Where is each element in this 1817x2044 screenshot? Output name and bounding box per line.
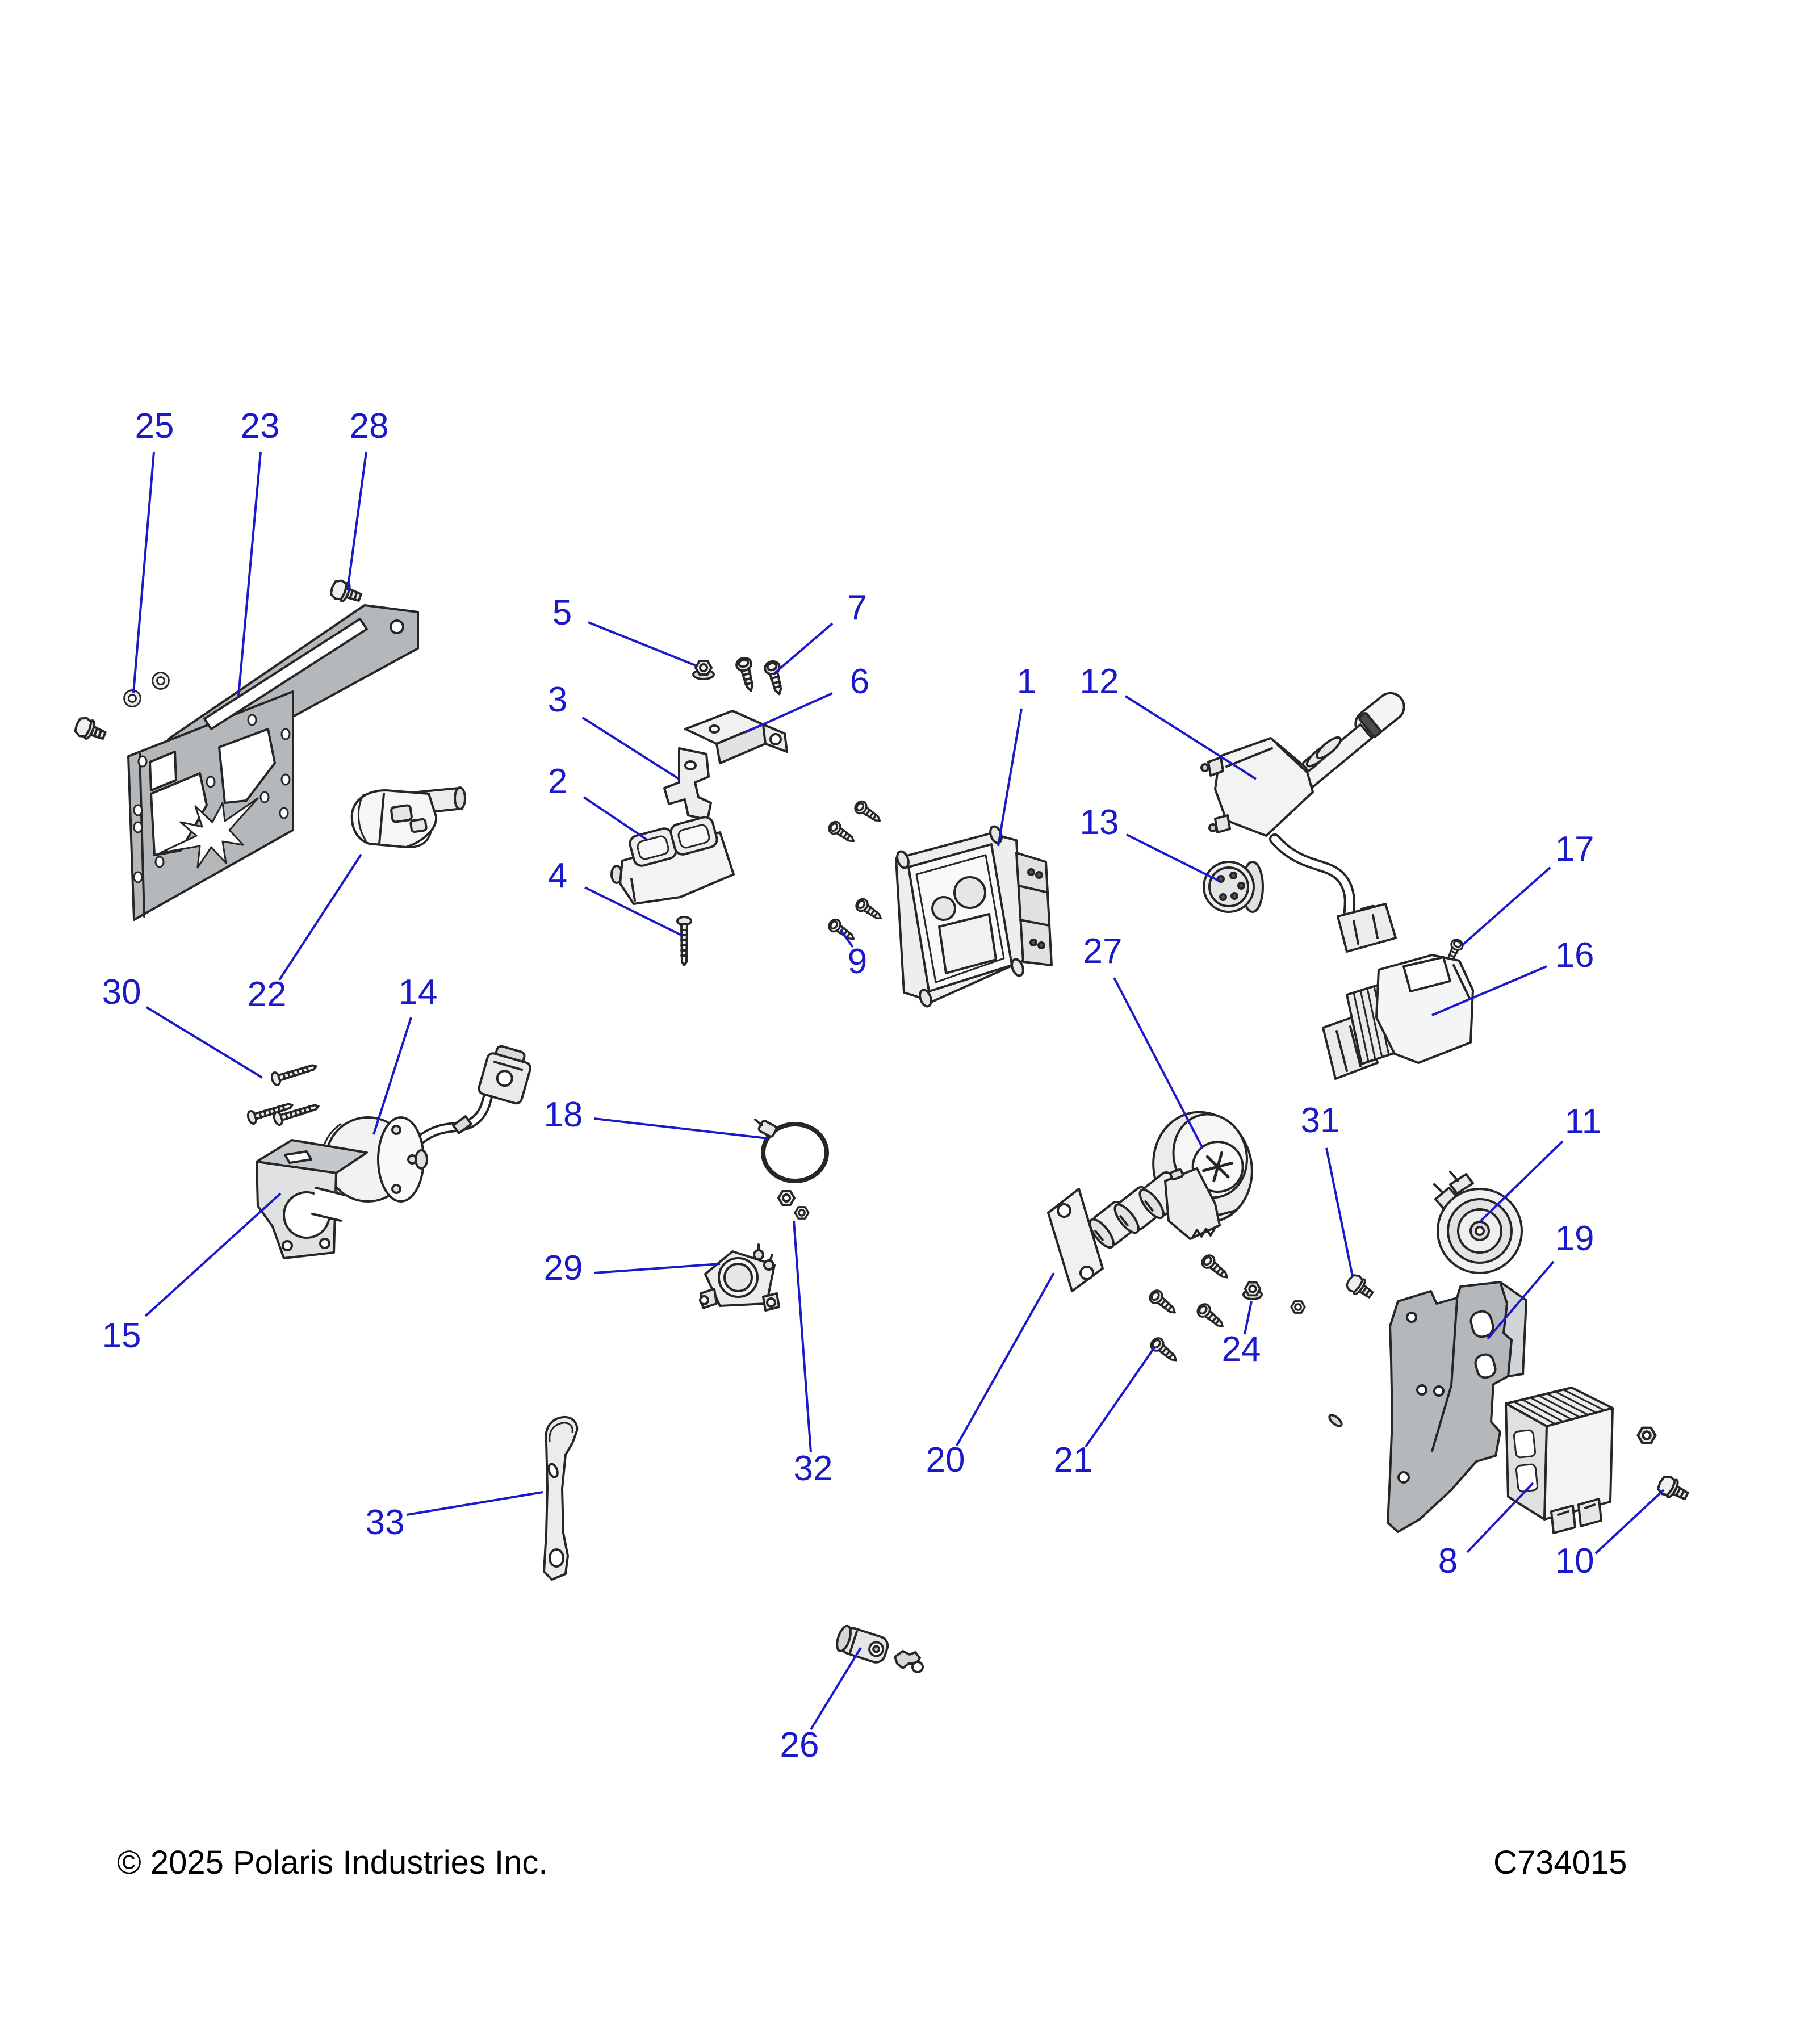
parts-artwork [72,577,1691,1673]
callout-21: 21 [1054,1440,1093,1480]
callout-18: 18 [544,1095,583,1134]
callout-7: 7 [848,588,867,627]
leader-line-30 [145,1006,263,1079]
nut [1638,1428,1656,1443]
key-switch-assembly [1047,1167,1237,1292]
leader-line-10 [1594,1489,1665,1555]
callout-1: 1 [1017,662,1036,701]
callout-31: 31 [1301,1101,1340,1140]
leader-line-28 [346,451,367,591]
connector-plug [1203,861,1264,913]
callout-6: 6 [850,662,869,701]
nut [794,1206,810,1220]
leader-line-4 [584,886,683,937]
leader-line-33 [406,1491,543,1516]
callout-15: 15 [102,1316,141,1355]
leader-line-8 [1466,1482,1534,1553]
leader-line-14 [372,1017,412,1135]
leader-line-6 [744,692,833,734]
leader-line-16 [1431,965,1547,1016]
figure-code-text: C734015 [1493,1844,1627,1881]
leader-line-17 [1462,866,1551,946]
leader-line-26 [810,1647,862,1731]
flasher-module [1322,954,1474,1080]
leader-line-27 [1113,977,1204,1149]
callout-10: 10 [1555,1542,1594,1581]
leader-line-19 [1487,1260,1555,1340]
callout-22: 22 [248,975,287,1014]
callout-13: 13 [1080,803,1119,842]
nut [777,1190,796,1206]
callout-20: 20 [926,1440,965,1480]
washer [152,672,170,690]
leader-line-22 [278,853,362,981]
leader-line-20 [956,1272,1055,1446]
callout-14: 14 [399,973,438,1012]
support-strap [543,1415,579,1581]
leader-line-23 [237,451,262,697]
callout-28: 28 [350,407,389,446]
callout-32: 32 [794,1449,833,1488]
callout-33: 33 [366,1503,405,1542]
leader-line-25 [132,451,155,693]
leader-line-18 [593,1117,768,1140]
callout-3: 3 [548,680,567,719]
leader-line-12 [1124,695,1257,780]
switch-assembly [350,786,466,848]
callout-23: 23 [241,407,280,446]
turn-signal-switch [1200,692,1405,953]
leader-line-29 [593,1263,721,1274]
leader-line-2 [583,796,647,840]
voltage-regulator [1505,1387,1614,1534]
callout-27: 27 [1083,932,1123,971]
leader-line-5 [588,621,696,667]
leader-line-24 [1244,1301,1253,1335]
mounting-bracket [1387,1281,1527,1533]
leader-line-9 [839,929,854,948]
callout-29: 29 [544,1249,583,1288]
leader-line-31 [1325,1147,1354,1277]
callout-8: 8 [1438,1542,1458,1581]
callout-19: 19 [1555,1219,1594,1258]
cable-tie [754,1119,829,1183]
horn [1433,1171,1523,1274]
callout-11: 11 [1565,1102,1601,1141]
license-plate-bracket [127,604,419,921]
callout-12: 12 [1080,662,1119,701]
callout-26: 26 [780,1725,819,1765]
clip [1328,1414,1343,1427]
leader-line-32 [793,1220,812,1453]
washer [123,689,141,707]
dual-switch [610,816,735,905]
leader-line-7 [774,622,834,673]
callout-16: 16 [1555,936,1594,975]
copyright-text: © 2025 Polaris Industries Inc. [117,1844,547,1881]
flange-nut [692,660,715,680]
callout-30: 30 [102,973,141,1012]
leader-line-1 [997,708,1023,847]
leader-line-3 [581,717,680,780]
bullet-connector [836,1624,924,1673]
leader-line-15 [144,1192,282,1317]
ecu-module [895,825,1053,1008]
callout-4: 4 [548,856,567,895]
callout-25: 25 [135,407,174,446]
flange-nut [1242,1281,1263,1300]
nut [1290,1300,1306,1314]
callout-9: 9 [848,942,867,981]
solenoid [699,1243,780,1312]
leader-line-13 [1126,833,1220,882]
callout-2: 2 [548,762,567,801]
callout-17: 17 [1555,830,1594,869]
leader-line-21 [1085,1346,1156,1448]
callout-24: 24 [1222,1330,1261,1369]
callout-5: 5 [552,593,572,633]
star-cutout [159,797,259,869]
leader-line-11 [1479,1140,1564,1223]
motor-bracket [256,1139,368,1259]
